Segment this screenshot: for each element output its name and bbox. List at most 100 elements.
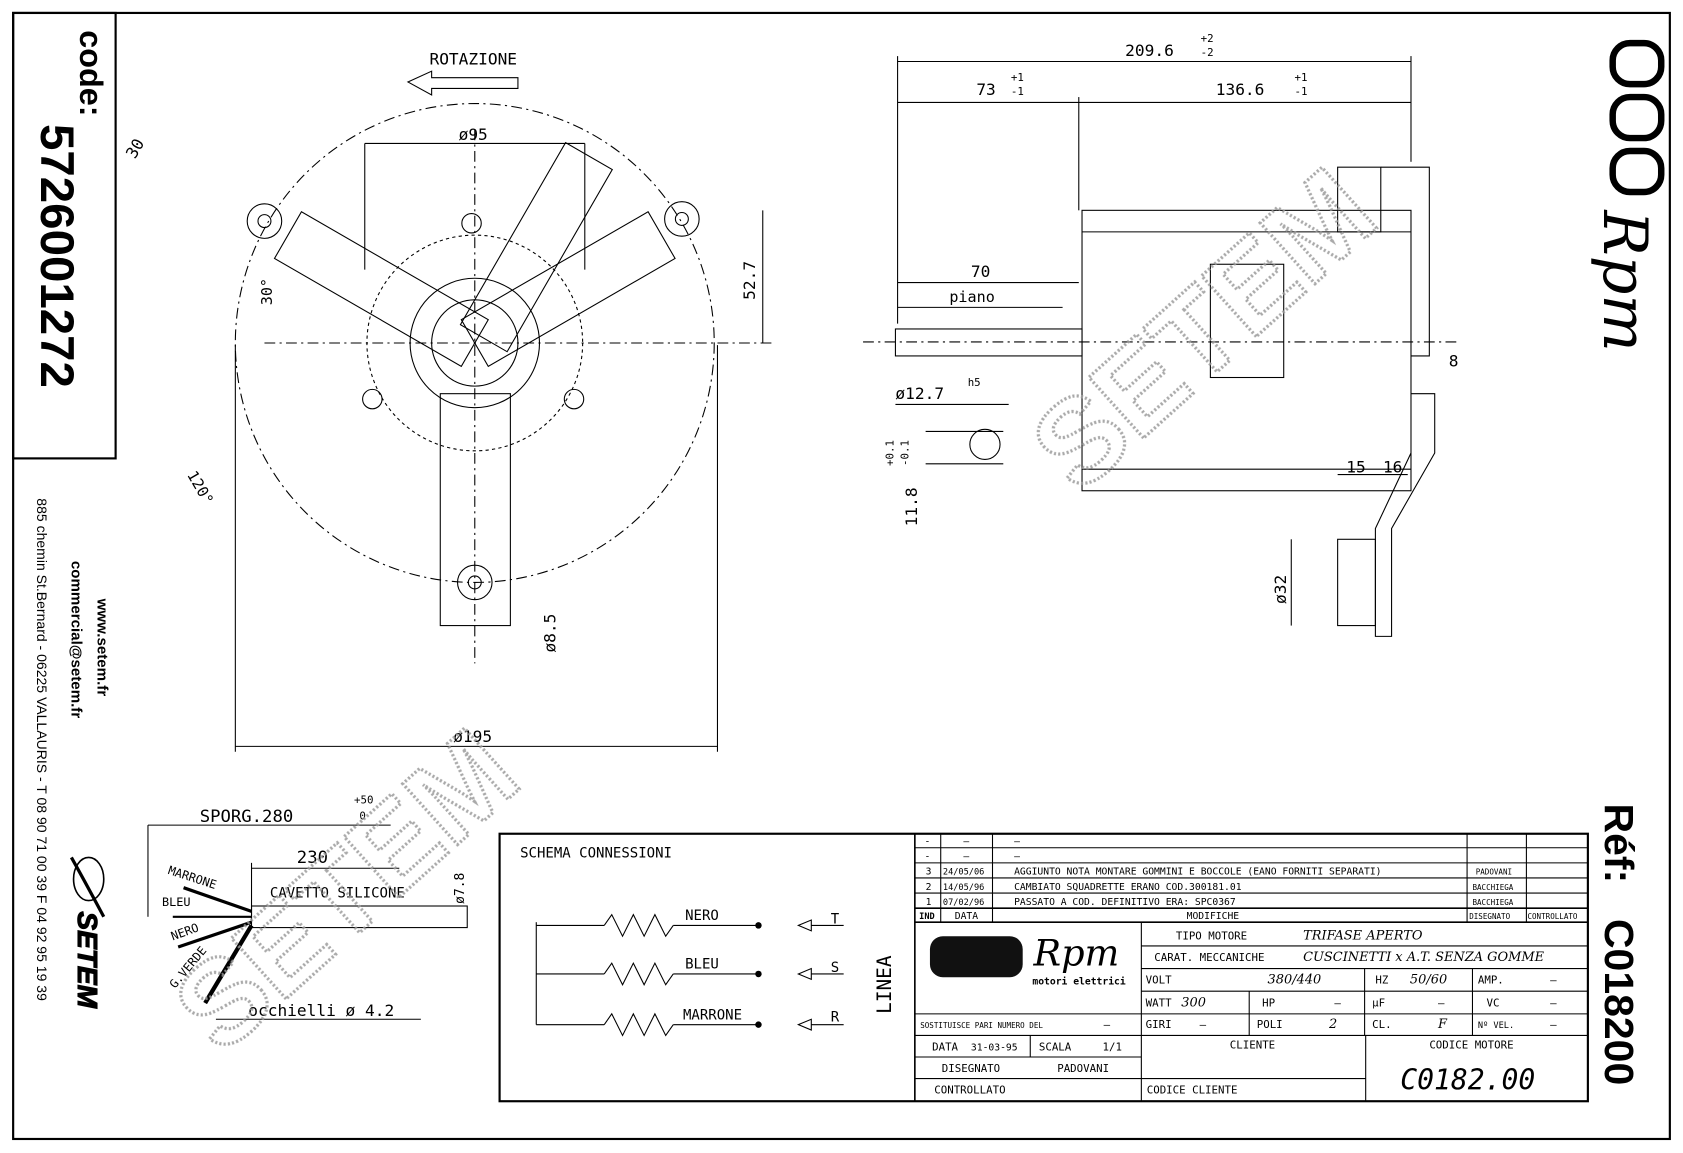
svg-text:2: 2 [926,882,932,893]
rpm-brand-logo: Rpm [1589,39,1665,352]
svg-text:µF: µF [1372,996,1385,1009]
svg-text:WATT: WATT [1146,996,1172,1009]
svg-text:Rpm: Rpm [1032,931,1119,974]
dim-70: 70 [971,262,990,281]
sporg-dim: SPORG.280 [200,807,293,827]
svg-text:–: – [1104,1018,1111,1031]
cable-detail: SPORG.280 +50 0 230 CAVETTO SILICONE ø7.… [147,794,468,1020]
svg-text:-: - [925,852,931,863]
contact-info: www.setem.fr commercial@setem.fr 885 che… [34,498,110,1009]
title-logo: Rpm motori elettrici [929,931,1126,988]
drawn-by: PADOVANI [1057,1062,1109,1075]
dim-8: 8 [1449,352,1459,371]
email: commercial@setem.fr [67,561,84,718]
svg-text:–: – [1550,974,1557,987]
svg-text:–: – [1200,1018,1207,1031]
eyelet-label: occhielli ø 4.2 [248,1001,394,1020]
code-label: code: [73,30,109,116]
wire-marrone: MARRONE [166,863,218,892]
svg-text:-0.1: -0.1 [898,440,911,466]
svg-text:POLI: POLI [1257,1018,1283,1031]
setem-bird-logo [69,856,106,918]
svg-text:VOLT: VOLT [1146,974,1172,987]
svg-text:MARRONE: MARRONE [683,1007,742,1023]
svg-text:h5: h5 [968,376,981,389]
drawing-date: 31-03-95 [971,1043,1018,1054]
tipo-motore: TRIFASE APERTO [1303,928,1423,943]
dim-230: 230 [297,848,328,868]
svg-text:PASSATO A COD. DEFINITIVO ERA:: PASSATO A COD. DEFINITIVO ERA: SPC0367 [1014,897,1236,908]
setem-brand: SETEM [72,911,103,1008]
dim-8-5: ø8.5 [541,614,560,653]
svg-text:DISEGNATO: DISEGNATO [1469,912,1510,921]
svg-text:24/05/06: 24/05/06 [943,868,984,878]
svg-text:IND: IND [919,912,935,922]
svg-text:PADOVANI: PADOVANI [1476,868,1512,877]
hz-value: 50/60 [1410,973,1447,988]
svg-text:NERO: NERO [685,908,719,924]
dim-32: ø32 [1271,575,1290,604]
svg-text:SCALA: SCALA [1039,1041,1072,1054]
scale: 1/1 [1103,1041,1122,1054]
side-view: 209.6 +2 -2 73 +1 -1 136.6 +1 -1 70 pian… [863,32,1459,637]
rotation-arrow-icon [406,70,519,96]
schema-title: SCHEMA CONNESSIONI [520,845,672,861]
dim-7-8: ø7.8 [453,873,468,904]
svg-text:AMP.: AMP. [1478,974,1504,987]
svg-text:-2: -2 [1201,46,1214,59]
poli-value: 2 [1328,1017,1337,1032]
rotation-label: ROTAZIONE [429,50,517,69]
piano-label: piano [949,288,994,306]
svg-text:Rpm: Rpm [1589,209,1659,351]
svg-text:GIRI: GIRI [1146,1018,1172,1031]
front-view: ROTAZIONE ø95 30 30° 120° 52.7 ø8.5 ø195 [122,50,772,752]
svg-text:CONTROLLATO: CONTROLLATO [934,1084,1005,1097]
svg-text:CODICE MOTORE: CODICE MOTORE [1429,1038,1513,1051]
connection-schema: SCHEMA CONNESSIONI NERO T BLEU S MARRONE… [520,845,896,1037]
svg-text:+50: +50 [354,794,373,807]
watt-value: 300 [1181,995,1206,1010]
svg-text:+2: +2 [1201,32,1214,45]
svg-text:R: R [831,1009,840,1025]
svg-text:Nº VEL.: Nº VEL. [1478,1021,1514,1031]
carat-meccaniche: CUSCINETTI x A.T. SENZA GOMME [1303,950,1544,965]
ref-label: Réf: [1596,804,1642,884]
svg-text:CLIENTE: CLIENTE [1230,1038,1275,1051]
dim-136-6: 136.6 [1216,80,1265,99]
svg-text:DISEGNATO: DISEGNATO [942,1062,1000,1075]
svg-text:CAMBIATO SQUADRETTE ERANO COD.: CAMBIATO SQUADRETTE ERANO COD.300181.01 [1014,882,1242,893]
dim-shaft: ø12.7 [895,384,944,403]
dim-195: ø195 [453,727,492,746]
svg-text:S: S [831,960,839,976]
dim-52-7: 52.7 [740,261,759,300]
svg-text:07/02/96: 07/02/96 [943,898,984,908]
code-box: code: 5726001272 [12,11,117,460]
svg-text:+0.1: +0.1 [883,440,896,466]
svg-text:HZ: HZ [1375,974,1388,987]
svg-text:–: – [1550,1018,1557,1031]
svg-text:DATA: DATA [932,1041,958,1054]
dim-15: 15 [1346,457,1365,476]
svg-text:CARAT. MECCANICHE: CARAT. MECCANICHE [1154,951,1264,964]
svg-text:SETEM: SETEM [1008,144,1400,516]
ref-value: C018200 [1596,919,1642,1085]
website: www.setem.fr [93,598,110,697]
svg-text:motori elettrici: motori elettrici [1032,976,1125,988]
drawing-border [12,11,1671,1141]
address: 885 chemin St.Bernard - 06225 VALLAURIS … [34,498,50,1001]
svg-text:1: 1 [926,897,932,908]
svg-text:–: – [1550,996,1557,1009]
svg-text:3: 3 [926,867,932,878]
revision-row: -–– [925,852,1021,863]
svg-text:-1: -1 [1011,85,1024,98]
title-block: SCHEMA CONNESSIONI NERO T BLEU S MARRONE… [498,832,1589,1103]
revision-row: 2 14/05/96 CAMBIATO SQUADRETTE ERANO COD.3… [926,882,1514,893]
svg-text:CONTROLLATO: CONTROLLATO [1527,912,1577,921]
revision-row: -–– [925,837,1021,848]
svg-text:SOSTITUISCE PARI NUMERO DEL: SOSTITUISCE PARI NUMERO DEL [920,1021,1043,1030]
dim-95: ø95 [459,125,488,144]
svg-text:14/05/96: 14/05/96 [943,883,984,893]
dim-16: 16 [1383,457,1402,476]
